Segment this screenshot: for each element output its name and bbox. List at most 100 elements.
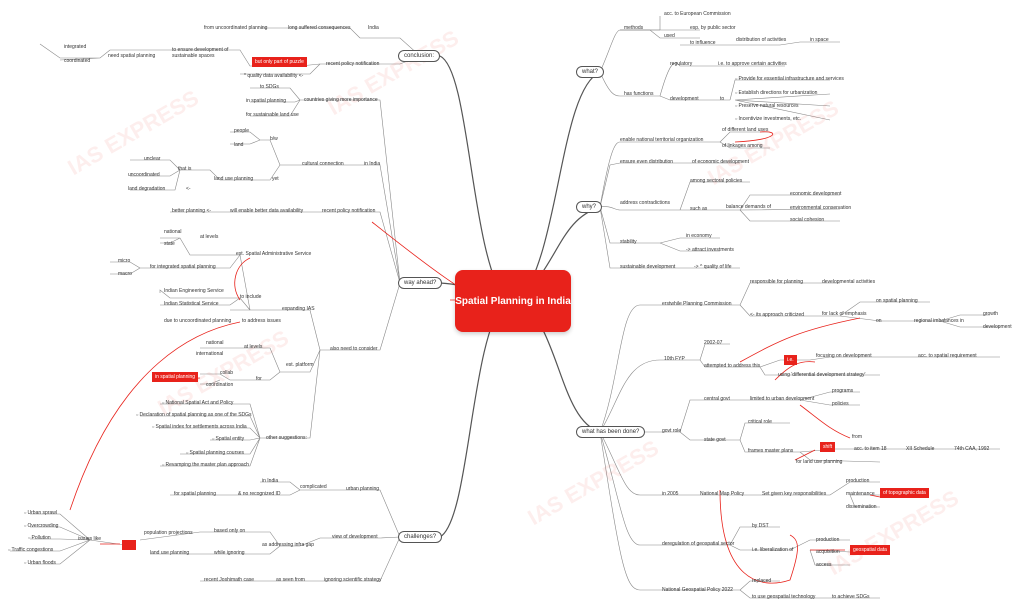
node[interactable]: land use planning xyxy=(214,176,254,182)
branch-conclusion[interactable]: conclusion: xyxy=(398,50,441,62)
node[interactable]: also need to consider xyxy=(330,346,378,352)
list-item[interactable]: Traffic congestions xyxy=(8,547,54,553)
node[interactable]: Set given key responsibilities xyxy=(762,491,827,497)
node[interactable]: 10th FYP xyxy=(664,356,685,362)
node[interactable]: of economic development xyxy=(692,159,749,165)
node[interactable]: for spatial planning xyxy=(174,491,216,497)
node[interactable]: Indian Statistical Service xyxy=(164,301,219,307)
tag-in-spatial-planning[interactable]: in spatial planning xyxy=(152,372,199,382)
list-item[interactable]: Spatial index for settlements across Ind… xyxy=(152,424,247,430)
list-item[interactable]: Overcrowding xyxy=(24,523,59,529)
node[interactable]: long suffered consequences xyxy=(288,25,351,31)
node[interactable]: unclear xyxy=(144,156,161,162)
node[interactable]: by DST xyxy=(752,523,769,529)
node[interactable]: need spatial planning xyxy=(108,53,156,59)
node[interactable]: among sectoral policies xyxy=(690,178,743,184)
list-item[interactable]: Preserve natural resources xyxy=(735,103,799,109)
node[interactable]: on xyxy=(876,318,882,324)
tag-topographic[interactable]: of topographic data xyxy=(880,488,929,498)
node[interactable]: in spatial planning xyxy=(246,98,287,104)
node[interactable]: for sustainable land use xyxy=(246,112,299,118)
node[interactable]: production xyxy=(816,537,840,543)
node[interactable]: yet xyxy=(272,176,279,182)
node[interactable]: for land use planning xyxy=(796,459,843,465)
node[interactable]: methods xyxy=(624,25,644,31)
node[interactable]: people xyxy=(234,128,250,134)
node[interactable]: focusing on development xyxy=(816,353,872,359)
node[interactable]: countries giving more importance xyxy=(304,97,378,103)
node[interactable]: from xyxy=(852,434,862,440)
node[interactable]: b/w xyxy=(270,136,278,142)
node[interactable]: macro xyxy=(118,271,132,277)
node[interactable]: attempted to address this xyxy=(704,363,761,369)
node[interactable]: to SDGs xyxy=(260,84,279,90)
node[interactable]: from uncoordinated planning xyxy=(204,25,268,31)
list-item[interactable]: Pollution xyxy=(28,535,51,541)
node[interactable]: to use geospatial technology xyxy=(752,594,816,600)
node[interactable]: based only on xyxy=(214,528,246,534)
node[interactable]: coordination xyxy=(206,382,234,388)
node[interactable]: programs xyxy=(832,388,854,394)
list-item[interactable]: Provide for essential infrastructure and… xyxy=(735,76,844,82)
node[interactable]: * quality data availability <- xyxy=(244,73,304,79)
node[interactable]: acc. to European Commission xyxy=(664,11,731,17)
node[interactable]: <- its approach criticized xyxy=(750,312,805,318)
node[interactable]: at levels xyxy=(244,344,263,350)
node[interactable]: international xyxy=(196,351,224,357)
node[interactable]: better planning <- xyxy=(172,208,212,214)
node[interactable]: coordinated xyxy=(64,58,91,64)
node[interactable]: 74th CAA, 1992 xyxy=(954,446,990,452)
node[interactable]: limited to urban development xyxy=(750,396,815,402)
node[interactable]: balance demands of xyxy=(726,204,772,210)
branch-why[interactable]: why? xyxy=(576,201,603,213)
node[interactable]: uncoordinated xyxy=(128,172,160,178)
node[interactable]: regulatory xyxy=(670,61,693,67)
node[interactable]: in space xyxy=(810,37,829,43)
list-item[interactable]: Spatial planning courses xyxy=(186,450,244,456)
branch-what[interactable]: what? xyxy=(576,66,605,78)
node[interactable]: social cohesion xyxy=(790,217,825,223)
node[interactable]: replaced xyxy=(752,578,772,584)
node[interactable]: recent Joshimath case xyxy=(204,577,255,583)
node[interactable]: integrated xyxy=(64,44,87,50)
node[interactable]: to xyxy=(720,96,725,102)
node[interactable]: for xyxy=(256,376,262,382)
node[interactable]: that is xyxy=(178,166,192,172)
node[interactable]: using 'differential development strategy… xyxy=(778,372,866,378)
list-item[interactable]: Urban floods xyxy=(24,560,56,566)
node[interactable]: population projections xyxy=(144,530,193,536)
list-item[interactable]: Urban sprawl xyxy=(24,510,57,516)
node[interactable]: development xyxy=(670,96,699,102)
central-topic[interactable]: Spatial Planning in India xyxy=(455,270,571,332)
node[interactable]: access xyxy=(816,562,832,568)
node[interactable]: to ensure development of sustainable spa… xyxy=(172,47,229,59)
node[interactable]: national xyxy=(206,340,224,346)
node[interactable]: development xyxy=(983,324,1012,330)
node[interactable]: such as xyxy=(690,206,708,212)
node[interactable]: central govt xyxy=(704,396,730,402)
node[interactable]: micro xyxy=(118,258,131,264)
node[interactable]: to achieve SDGs xyxy=(832,594,870,600)
node[interactable]: deregulation of geospatial sector xyxy=(662,541,735,547)
node[interactable]: of linkages among xyxy=(722,143,763,149)
node[interactable]: expanding IAS xyxy=(282,306,315,312)
node[interactable]: <- xyxy=(186,186,191,192)
list-item[interactable]: Revamping the master plan approach xyxy=(162,462,249,468)
node[interactable]: other suggestions: xyxy=(266,435,307,441)
node[interactable]: cultural connection xyxy=(302,161,344,167)
node[interactable]: National Map Policy xyxy=(700,491,745,497)
list-item[interactable]: Spatial entity xyxy=(212,436,245,442)
node[interactable]: as seen from xyxy=(276,577,305,583)
node[interactable]: developmental activities xyxy=(822,279,876,285)
node[interactable]: acc. to item 18 xyxy=(854,446,887,452)
node[interactable]: critical role xyxy=(748,419,772,425)
node[interactable]: -> ^ quality of life xyxy=(694,264,732,270)
node[interactable]: enable national territorial organization xyxy=(620,137,704,143)
node[interactable]: used xyxy=(664,33,675,39)
branch-what-has-been-done[interactable]: what has been done? xyxy=(576,426,646,438)
node[interactable]: ensure even distribution xyxy=(620,159,674,165)
node[interactable]: issues like xyxy=(78,536,102,542)
node[interactable]: in 2005 xyxy=(662,491,679,497)
node[interactable]: erstwhile Planning Commission xyxy=(662,301,732,307)
node[interactable]: frames master plans xyxy=(748,448,794,454)
